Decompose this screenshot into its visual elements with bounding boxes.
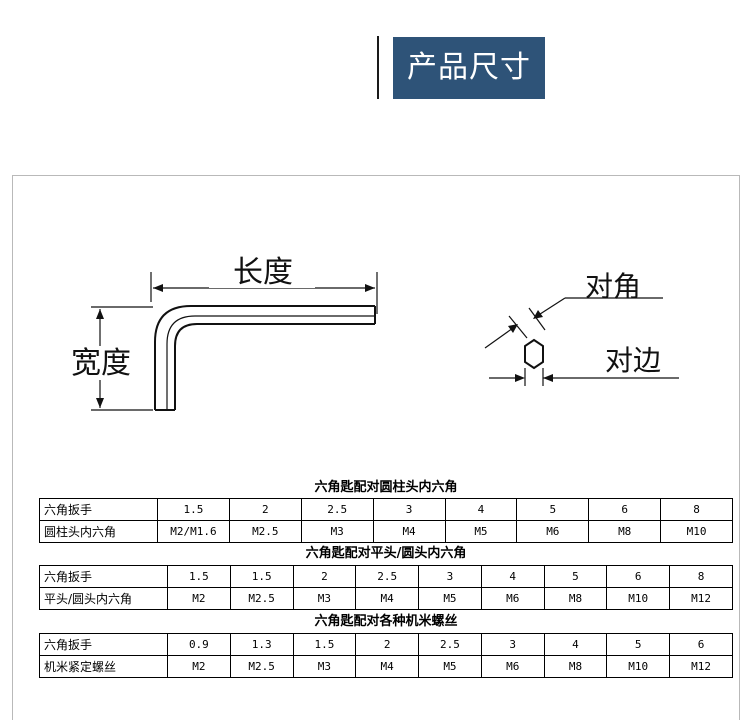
table-cell: 8: [669, 565, 733, 588]
table-cell: 2.5: [355, 565, 420, 588]
table-title-set-screw: 六角匙配对各种机米螺丝: [314, 614, 458, 629]
table-cell: M2/M1.6: [157, 520, 230, 543]
row-label: 圆柱头内六角: [39, 520, 158, 543]
table-cell: 2: [355, 633, 420, 656]
table-cell: 4: [543, 633, 608, 656]
table-cell: 6: [588, 498, 662, 521]
table-cell: M10: [606, 587, 671, 610]
width-label: 宽度: [71, 346, 131, 381]
table-cell: M3: [292, 587, 357, 610]
socket-cap-table: 六角扳手 1.5 2 2.5 3 4 5 6 8 圆柱头内六角 M2/M1.6 …: [39, 498, 733, 543]
table-cell: 4: [480, 565, 545, 588]
table-row: 圆柱头内六角 M2/M1.6 M2.5 M3 M4 M5 M6 M8 M10: [39, 520, 733, 543]
table-cell: 2.5: [418, 633, 482, 656]
table-cell: 5: [516, 498, 590, 521]
table-cell: M2.5: [228, 520, 302, 543]
table-cell: 3: [418, 565, 482, 588]
table-cell: M2.5: [229, 655, 294, 678]
table-cell: M4: [355, 655, 420, 678]
table-cell: M2.5: [229, 587, 294, 610]
across-corners-label: 对角: [585, 270, 641, 303]
table-cell: 6: [606, 565, 671, 588]
table-cell: 2: [292, 565, 357, 588]
table-cell: M12: [669, 587, 733, 610]
table-title-socket-cap: 六角匙配对圆柱头内六角: [314, 480, 458, 495]
table-cell: 1.5: [167, 565, 231, 588]
table-cell: M2: [167, 655, 231, 678]
table-cell: M3: [292, 655, 357, 678]
table-cell: 3: [480, 633, 545, 656]
table-cell: M5: [444, 520, 518, 543]
table-cell: M6: [480, 587, 545, 610]
table-cell: M8: [543, 655, 608, 678]
table-row: 平头/圆头内六角 M2 M2.5 M3 M4 M5 M6 M8 M10 M12: [39, 587, 733, 610]
table-row: 六角扳手 1.5 1.5 2 2.5 3 4 5 6 8: [39, 565, 733, 588]
length-label: 长度: [233, 255, 293, 290]
table-cell: M5: [418, 587, 482, 610]
table-cell: M10: [660, 520, 733, 543]
table-cell: M10: [606, 655, 671, 678]
table-cell: M4: [372, 520, 446, 543]
hex-key-diagram: 长度 宽度 对角 对边: [53, 254, 679, 411]
table-cell: M8: [543, 587, 608, 610]
table-cell: 1.5: [229, 565, 294, 588]
table-cell: M8: [588, 520, 662, 543]
table-cell: M2: [167, 587, 231, 610]
product-size-panel: 长度 宽度 对角 对边 六角匙配对圆柱: [12, 175, 740, 720]
set-screw-table: 六角扳手 0.9 1.3 1.5 2 2.5 3 4 5 6 机米紧定螺丝 M2…: [39, 633, 733, 678]
row-label: 机米紧定螺丝: [39, 655, 168, 678]
table-cell: 1.5: [292, 633, 357, 656]
table-row: 机米紧定螺丝 M2 M2.5 M3 M4 M5 M6 M8 M10 M12: [39, 655, 733, 678]
table-cell: 6: [669, 633, 733, 656]
row-label: 平头/圆头内六角: [39, 587, 168, 610]
table-cell: M12: [669, 655, 733, 678]
across-flats-label: 对边: [605, 344, 661, 377]
table-cell: 1.5: [157, 498, 230, 521]
section-title: 产品尺寸: [393, 37, 545, 99]
table-cell: M6: [480, 655, 545, 678]
table-cell: 1.3: [229, 633, 294, 656]
table-cell: M5: [418, 655, 482, 678]
table-row: 六角扳手 0.9 1.3 1.5 2 2.5 3 4 5 6: [39, 633, 733, 656]
table-cell: 2: [228, 498, 302, 521]
table-cell: 3: [372, 498, 446, 521]
table-cell: M3: [300, 520, 374, 543]
table-cell: M4: [355, 587, 420, 610]
row-label: 六角扳手: [39, 498, 158, 521]
table-cell: 0.9: [167, 633, 231, 656]
table-cell: 5: [543, 565, 608, 588]
table-row: 六角扳手 1.5 2 2.5 3 4 5 6 8: [39, 498, 733, 521]
table-title-flat-button-head: 六角匙配对平头/圆头内六角: [305, 546, 467, 561]
flat-button-head-table: 六角扳手 1.5 1.5 2 2.5 3 4 5 6 8 平头/圆头内六角 M2…: [39, 565, 733, 610]
table-cell: 8: [660, 498, 733, 521]
table-cell: 4: [444, 498, 518, 521]
table-cell: 2.5: [300, 498, 374, 521]
table-cell: M6: [516, 520, 590, 543]
header-divider: [377, 36, 379, 99]
row-label: 六角扳手: [39, 565, 168, 588]
row-label: 六角扳手: [39, 633, 168, 656]
table-cell: 5: [606, 633, 671, 656]
